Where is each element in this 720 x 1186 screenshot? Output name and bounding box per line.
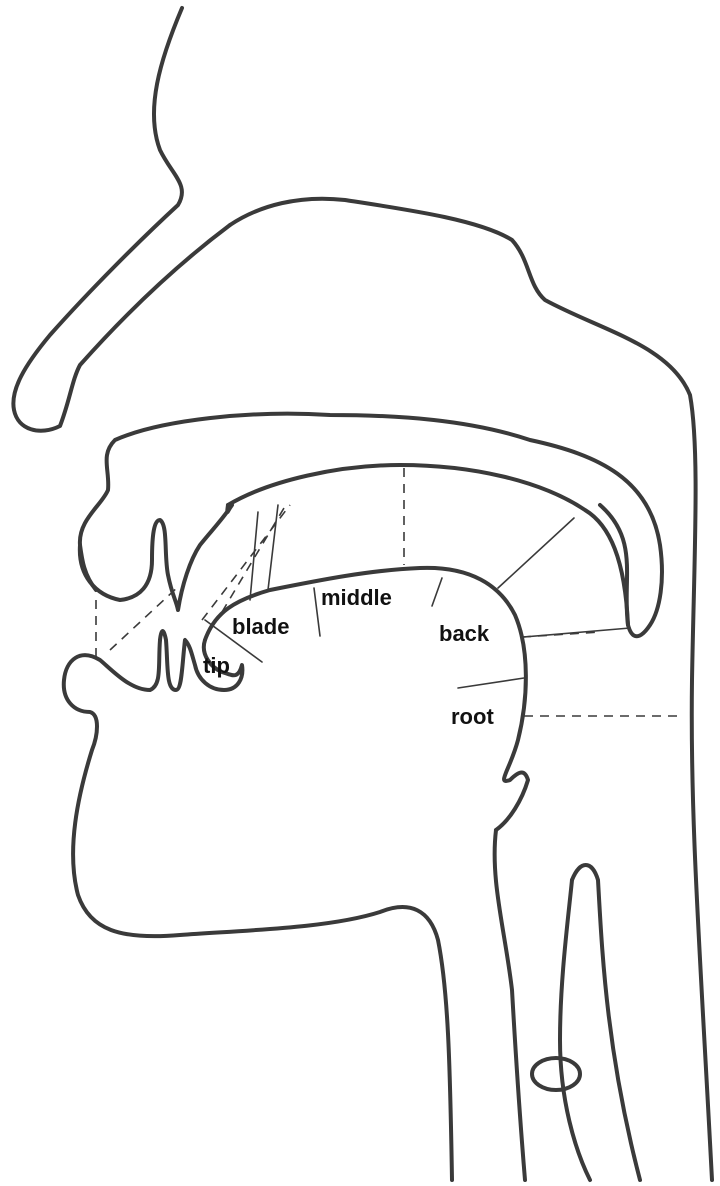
lower-lip-outline xyxy=(64,640,452,1180)
divider-back-line xyxy=(498,518,574,588)
upper-teeth-outline xyxy=(80,505,232,610)
label-back: back xyxy=(439,621,490,646)
divider-root-line xyxy=(458,678,524,688)
label-middle: middle xyxy=(321,585,392,610)
palate-outline xyxy=(228,465,628,625)
face-profile-outline xyxy=(13,8,230,431)
alveolar-solid-line-2 xyxy=(268,505,278,590)
upper-lip-outline xyxy=(80,545,96,590)
label-tip: tip xyxy=(203,653,230,678)
esophagus-front-outline xyxy=(560,880,590,1180)
vocal-cords-outline xyxy=(532,1058,580,1090)
nasal-cavity-outline xyxy=(230,199,712,1180)
dashed-alveolar-line-1 xyxy=(202,505,290,620)
lower-teeth-outline xyxy=(160,631,242,690)
label-root: root xyxy=(451,704,494,729)
dashed-teeth-line xyxy=(110,585,180,650)
label-blade: blade xyxy=(232,614,289,639)
divider-blade-line xyxy=(314,588,320,636)
divider-middle-line xyxy=(432,578,442,606)
pharynx-front-outline xyxy=(495,830,525,1180)
esophagus-back-outline xyxy=(572,865,640,1180)
